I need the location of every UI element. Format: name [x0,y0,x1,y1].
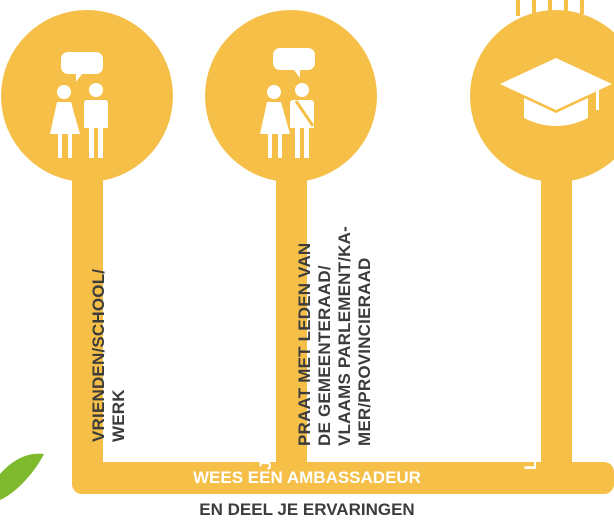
column-2-text-line-4: MER/PROVINCIERAAD [355,257,374,446]
leaf-icon [0,453,44,500]
banner-line-1: WEES EEN AMBASSADEUR [193,468,421,487]
column-3-highlight: LEER MEER [521,369,540,470]
column-2-text-line-1: PRAAT MET LEDEN VAN [295,242,314,446]
column-1-text-line-2: WERK [109,389,128,442]
banner-line-2: EN DEEL JE ERVARINGEN [199,500,415,519]
people-talking-with-sash-icon [260,48,315,158]
column-2-text-line-3: VLAAMS PARLEMENT/KA- [335,226,354,446]
column-1-highlight: PRAAT/STIMULEER [52,306,71,470]
circle-2 [205,10,377,182]
banner-band [72,462,614,494]
column-2-highlight: JOUW STEM TELT: [256,314,275,470]
circle-3-top-posts [516,0,584,16]
people-talking-icon [50,52,108,158]
column-3-bar [541,170,572,482]
circle-1 [1,10,173,182]
column-1-text-line-1: VRIENDEN/SCHOOL/ [89,268,108,442]
column-2-bar [276,170,307,482]
column-1-bar [72,170,103,482]
sash [294,100,315,127]
column-2-text-line-2: DE GEMEENTERAAD/ [315,265,334,446]
graduation-cap-icon [500,58,612,126]
